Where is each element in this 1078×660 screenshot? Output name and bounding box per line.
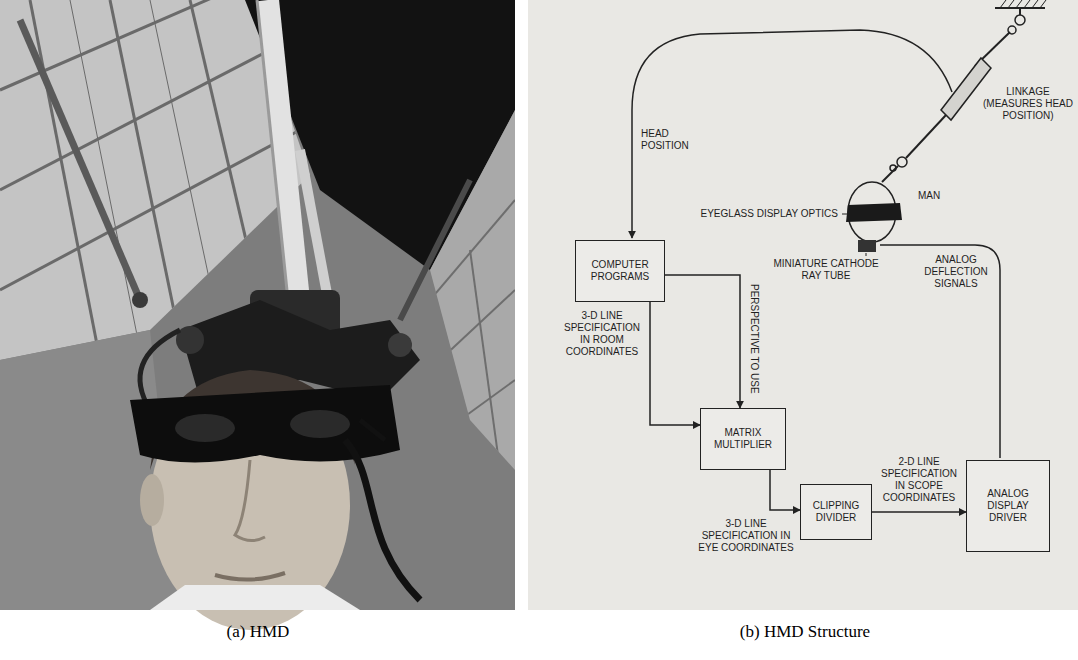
signal-arrow bbox=[665, 275, 740, 408]
hmd-photo bbox=[20, 20, 140, 300]
hmd-photo bbox=[360, 420, 385, 440]
hmd-photo bbox=[215, 573, 285, 580]
edge-label: PERSPECTIVE TO USE bbox=[748, 284, 760, 394]
signal-name: HEAD POSITION bbox=[641, 128, 711, 152]
linkage-drawing bbox=[882, 166, 898, 182]
man-head bbox=[858, 240, 876, 252]
signal-wire bbox=[632, 30, 952, 238]
part-name: LINKAGE (MEASURES HEAD POSITION) bbox=[983, 86, 1073, 122]
edge-label: 3-D LINE SPECIFICATION IN EYE COORDINATE… bbox=[694, 518, 798, 554]
linkage-drawing bbox=[1015, 15, 1025, 25]
process-box: COMPUTER PROGRAMS bbox=[575, 240, 665, 302]
signal-arrow bbox=[650, 302, 700, 425]
hmd-photo bbox=[430, 110, 515, 470]
hmd-photo bbox=[460, 380, 515, 420]
box-label: ANALOG DISPLAY DRIVER bbox=[972, 488, 1044, 524]
hmd-photo bbox=[70, 0, 140, 350]
signal-arrow bbox=[770, 470, 800, 510]
hmd-photo bbox=[300, 150, 330, 310]
hmd-photo bbox=[176, 326, 204, 354]
structure-panel bbox=[528, 0, 1078, 610]
box-label: MATRIX MULTIPLIER bbox=[706, 427, 780, 451]
hmd-photo bbox=[132, 292, 148, 308]
hmd-photo bbox=[400, 180, 470, 320]
signal-name: ANALOG DEFLECTION SIGNALS bbox=[920, 254, 992, 290]
hmd-photo bbox=[0, 130, 300, 290]
process-box: CLIPPING DIVIDER bbox=[800, 484, 872, 540]
hmd-photo bbox=[290, 410, 350, 438]
linkage-drawing bbox=[897, 157, 907, 167]
subfigure-caption: (a) HMD bbox=[158, 622, 358, 642]
hmd-photo bbox=[430, 200, 515, 300]
linkage-drawing bbox=[1032, 0, 1038, 8]
hmd-photo bbox=[175, 414, 235, 442]
process-box: MATRIX MULTIPLIER bbox=[700, 408, 786, 470]
hmd-photo bbox=[345, 440, 420, 600]
hmd-photo bbox=[110, 0, 180, 340]
hmd-photo bbox=[0, 0, 515, 630]
part-name: MAN bbox=[918, 190, 958, 202]
box-label: CLIPPING DIVIDER bbox=[806, 500, 866, 524]
edge-label: 3-D LINE SPECIFICATION IN ROOM COORDINAT… bbox=[558, 310, 646, 358]
part-name: EYEGLASS DISPLAY OPTICS bbox=[690, 208, 838, 220]
hmd-photo bbox=[130, 385, 400, 463]
man-head bbox=[846, 203, 902, 222]
hmd-photo bbox=[150, 0, 220, 330]
linkage-drawing bbox=[1024, 0, 1030, 8]
man-head bbox=[866, 253, 867, 256]
hmd-photo bbox=[235, 460, 265, 541]
connector-layer bbox=[650, 275, 966, 512]
box-label: COMPUTER PROGRAMS bbox=[581, 259, 659, 283]
hmd-photo bbox=[470, 250, 500, 470]
edge-label: 2-D LINE SPECIFICATION IN SCOPE COORDINA… bbox=[876, 456, 962, 504]
linkage-drawing bbox=[1016, 0, 1022, 8]
signal-arrow bbox=[872, 511, 966, 513]
hmd-photo bbox=[257, 0, 289, 310]
subfigure-caption: (b) HMD Structure bbox=[705, 622, 905, 642]
structure-panel bbox=[528, 0, 1078, 610]
process-box: ANALOG DISPLAY DRIVER bbox=[966, 460, 1050, 552]
part-name: MINIATURE CATHODE RAY TUBE bbox=[772, 258, 880, 282]
signal-wire bbox=[632, 30, 1000, 458]
linkage-drawing bbox=[1000, 0, 1006, 8]
hmd-photo bbox=[388, 333, 412, 357]
hmd-photo bbox=[140, 474, 164, 526]
hmd-photo bbox=[0, 330, 180, 610]
linkage-drawing bbox=[941, 58, 991, 120]
hmd-photo bbox=[150, 585, 360, 610]
linkage-drawing bbox=[1040, 0, 1046, 8]
hmd-photo bbox=[190, 0, 260, 300]
man-head bbox=[842, 214, 848, 215]
linkage-drawing bbox=[1008, 0, 1014, 8]
signal-wire bbox=[880, 245, 1000, 458]
linkage-drawing bbox=[906, 115, 946, 158]
